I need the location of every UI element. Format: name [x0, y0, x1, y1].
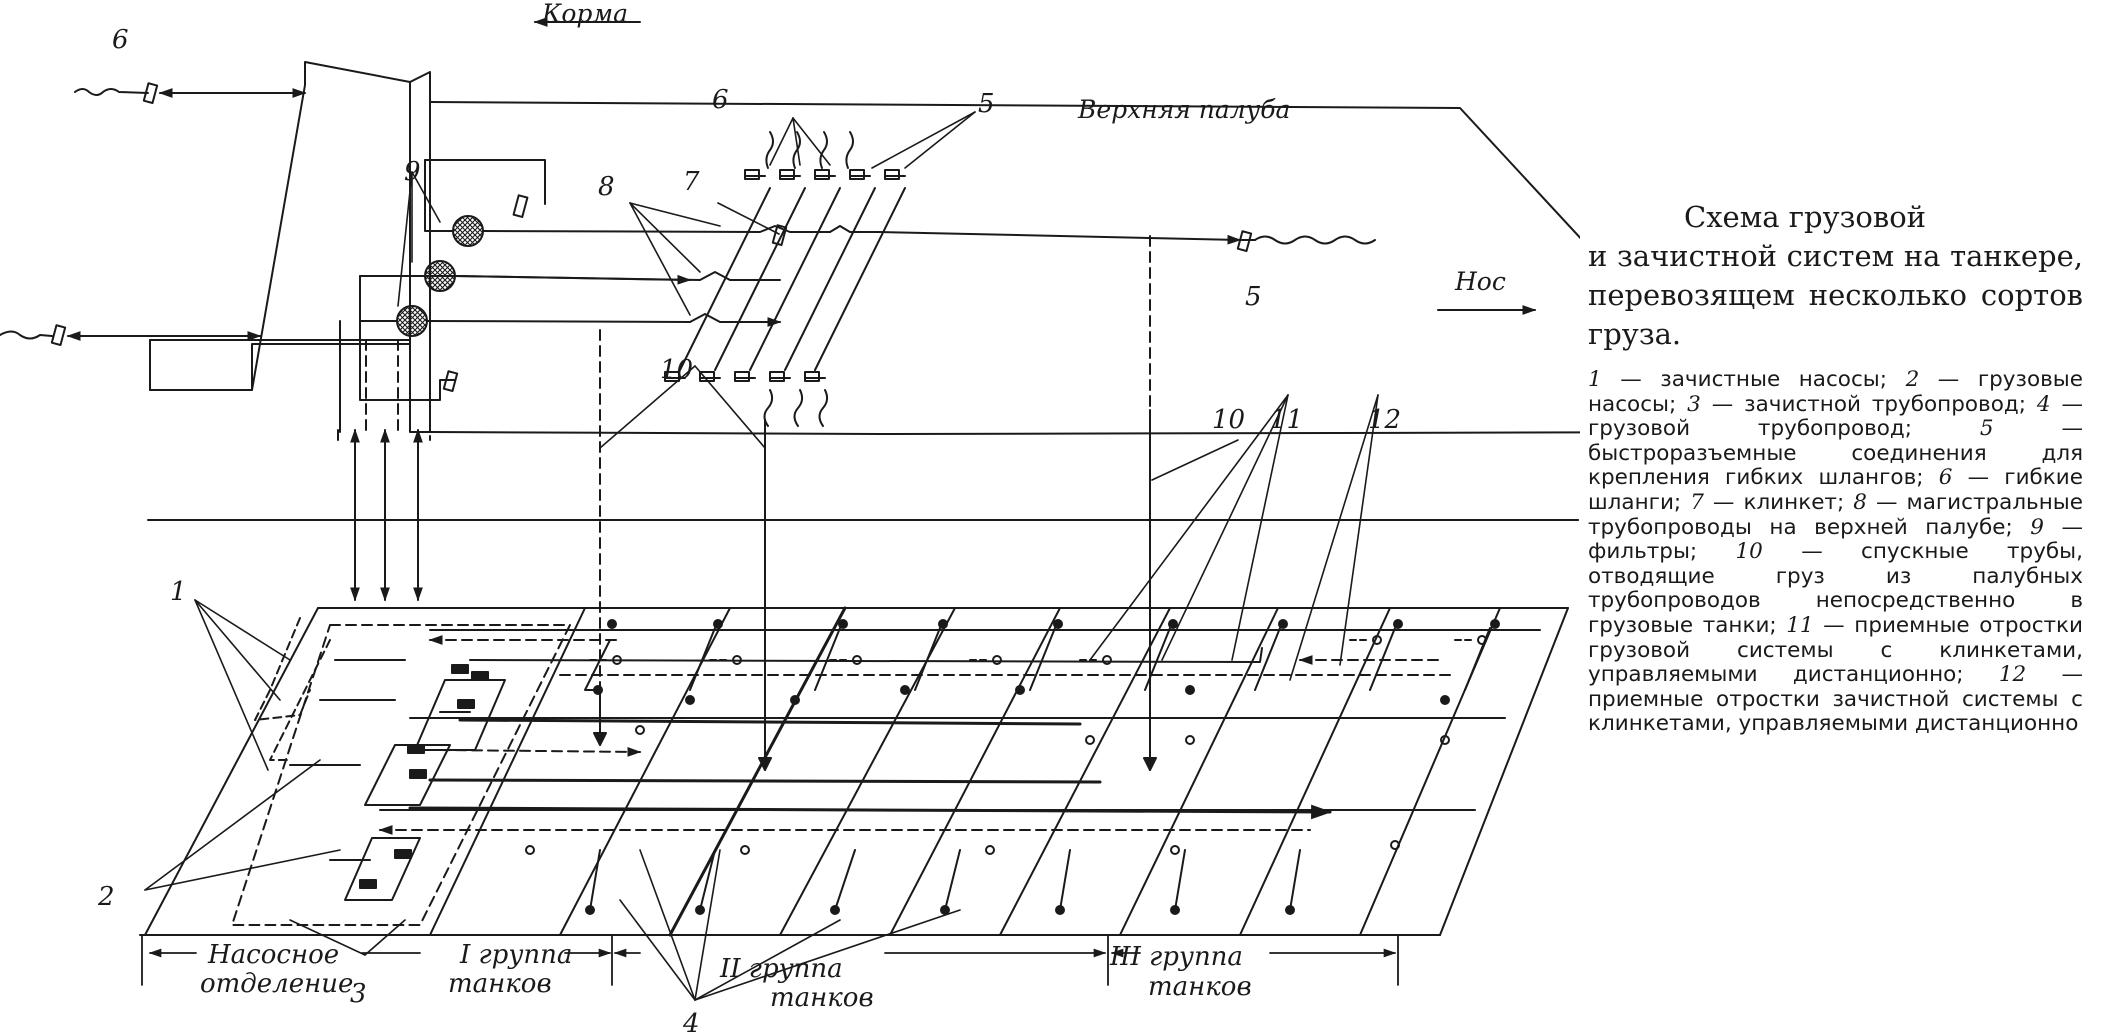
caption-title-line1: Схема грузовой — [1684, 200, 1926, 234]
legend-text-2: — грузовые насосы; — [1588, 367, 2083, 417]
callout-6-stern: 6 — [112, 25, 129, 55]
legend-text-1: — зачистные насосы; — [1601, 367, 1906, 392]
callout-6: 6 — [712, 85, 729, 115]
stern-hoses — [0, 82, 307, 346]
legend-num-9: 9 — [2030, 514, 2044, 540]
caption-legend: 1 — зачистные насосы; 2 — грузовые насос… — [1588, 367, 2084, 737]
bow-hose — [1236, 230, 1376, 252]
group-2-label-2: танков — [770, 983, 874, 1013]
callout-7: 7 — [683, 167, 700, 197]
legend-num-8: 8 — [1853, 489, 1867, 515]
callout-10: 10 — [660, 355, 693, 385]
legend-text-8: — магистральные трубопроводы на верхней … — [1588, 489, 2083, 540]
legend-text-10: — спускные трубы, отводящие груз из палу… — [1588, 539, 2083, 638]
legend-text-11: — приемные отростки грузовой системы с к… — [1588, 612, 2084, 688]
legend-num-11: 11 — [1786, 612, 1814, 638]
callout-2: 2 — [97, 882, 115, 912]
legend-text-12: — приемные отростки зачистной системы с … — [1588, 662, 2083, 737]
bow-label: Нос — [1454, 267, 1506, 296]
legend-text-7: — клинкет; — [1703, 489, 1854, 515]
group-1-label-1: I группа — [459, 940, 572, 970]
deck-main-pipelines — [339, 159, 1256, 433]
group-2-label-1: II группа — [719, 954, 843, 984]
down-pipes — [593, 235, 1157, 772]
cargo-stripping-system-diagram: Корма Нос Верхняя палуба Насосное отделе… — [0, 0, 1580, 1036]
diagram-labels: Корма Нос Верхняя палуба Насосное отделе… — [97, 0, 1506, 1036]
caption-title: Схема грузовой и зачистной систем на тан… — [1588, 198, 2083, 354]
legend-num-6: 6 — [1938, 465, 1953, 491]
vertical-risers — [337, 339, 431, 602]
legend-num-4: 4 — [2036, 391, 2051, 417]
figure-caption: Схема грузовой и зачистной систем на тан… — [1588, 198, 2083, 737]
legend-text-6: — гибкие шланги; — [1588, 465, 2083, 515]
caption-title-rest: и зачистной систем на танкере, перевозящ… — [1588, 239, 2083, 351]
legend-text-4: — грузовой трубопровод; — [1588, 391, 2083, 442]
leader-lines — [144, 111, 1379, 1001]
manifold-bundle — [664, 131, 906, 427]
legend-text-9: — фильтры; — [1588, 514, 2083, 565]
callout-1: 1 — [170, 577, 187, 607]
callout-10-right: 10 — [1212, 405, 1245, 435]
group-1-label-2: танков — [448, 969, 552, 999]
pump-room-label-2: отделение — [200, 969, 353, 999]
group-3-label-1: III группа — [1109, 942, 1243, 972]
callout-3: 3 — [350, 979, 367, 1009]
aft-label: Корма — [541, 0, 628, 28]
legend-num-10: 10 — [1735, 539, 1763, 565]
legend-text-5: — быстроразъемные соединения для креплен… — [1588, 416, 2083, 491]
tank-pipelines — [378, 635, 1451, 835]
group-dimension-line — [141, 934, 1399, 986]
legend-num-1: 1 — [1588, 367, 1602, 392]
callout-9: 9 — [404, 157, 421, 187]
legend-text-3: — зачистной трубопровод; — [1700, 391, 2037, 417]
suction-branches — [525, 619, 1500, 915]
callout-4: 4 — [682, 1009, 700, 1036]
upper-deck-label: Верхняя палуба — [1077, 95, 1290, 124]
callout-12: 12 — [1368, 405, 1401, 435]
legend-num-3: 3 — [1687, 391, 1701, 417]
pump-room-label-1: Насосное — [207, 940, 339, 970]
callout-11: 11 — [1270, 405, 1303, 435]
callout-8: 8 — [598, 172, 615, 202]
callout-5: 5 — [978, 89, 995, 119]
upper-deck — [149, 61, 1580, 435]
callout-5-bow: 5 — [1245, 282, 1262, 312]
legend-num-5: 5 — [1979, 416, 1994, 442]
group-3-label-2: танков — [1148, 972, 1252, 1002]
legend-num-2: 2 — [1905, 367, 1920, 392]
legend-num-12: 12 — [1998, 662, 2027, 688]
legend-num-7: 7 — [1690, 489, 1704, 515]
